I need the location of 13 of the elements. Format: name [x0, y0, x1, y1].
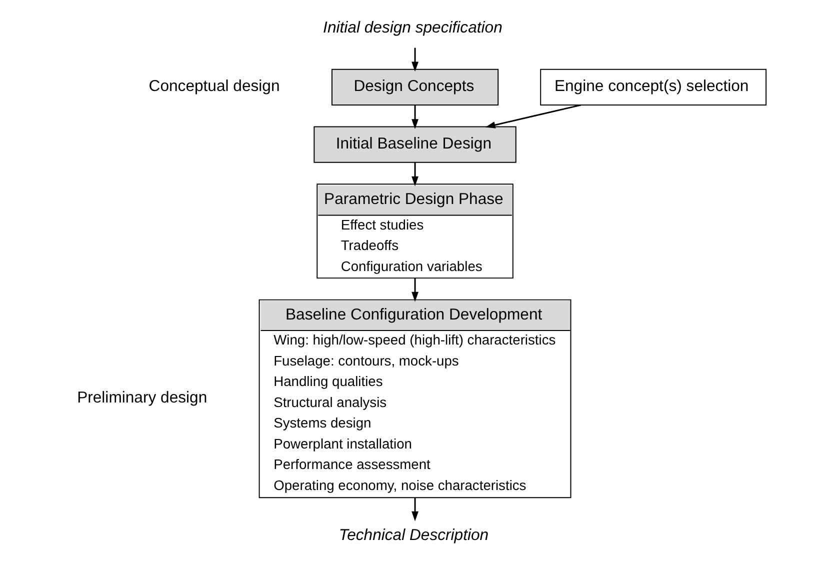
- arrow: [412, 162, 418, 186]
- arrow: [412, 498, 418, 522]
- node-box: Design Concepts: [331, 68, 499, 106]
- node-box: Engine concept(s) selection: [540, 68, 767, 106]
- label: Conceptual design: [148, 78, 280, 95]
- arrow: [412, 48, 418, 72]
- node-text: Initial design specification: [323, 20, 502, 37]
- node-text: Technical Description: [338, 526, 489, 544]
- arrow: [412, 278, 418, 302]
- arrow: [412, 105, 418, 130]
- label: Preliminary design: [77, 389, 208, 406]
- node-box: Initial Baseline Design: [314, 126, 516, 163]
- arrow: [485, 104, 582, 128]
